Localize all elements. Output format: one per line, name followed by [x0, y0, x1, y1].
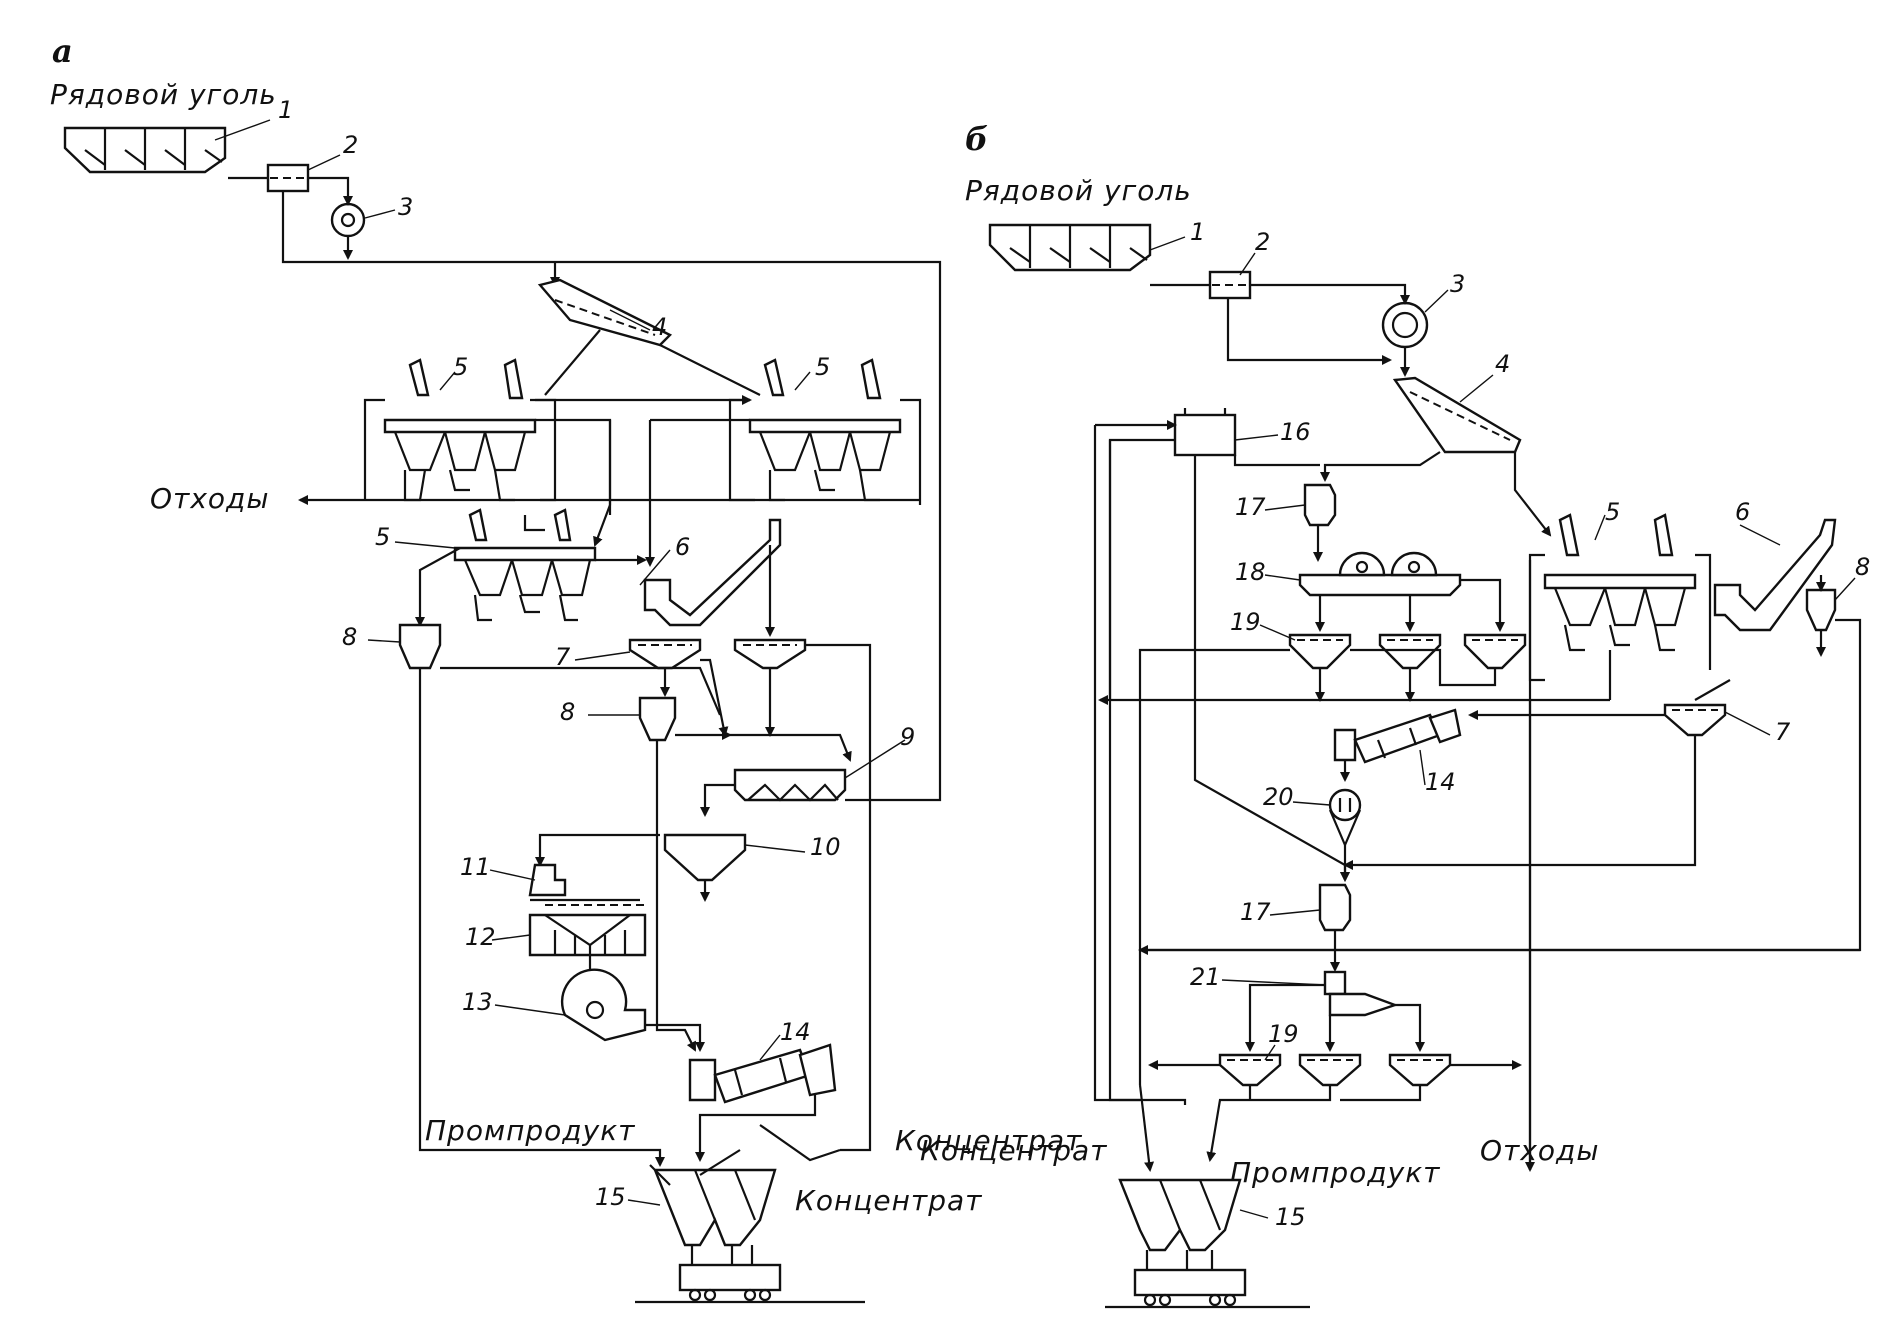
label-b-18: 18: [1235, 558, 1266, 586]
label-a-6: 6: [675, 533, 690, 561]
label-a-11: 11: [460, 853, 491, 881]
label-a-5a: 5: [453, 353, 468, 381]
loading-bunkers-b: [1105, 1178, 1310, 1309]
jig-machine-a-lower: [453, 508, 597, 622]
filter-b-2: [1378, 633, 1442, 670]
label-b-19a: 19: [1230, 608, 1261, 636]
filter-b-1: [1288, 633, 1352, 670]
sump-b: [1173, 408, 1237, 457]
distributor-21-b: [1323, 970, 1399, 1017]
jig-machine-a-left: [363, 358, 557, 502]
label-b-5: 5: [1605, 498, 1620, 526]
label-a-3: 3: [398, 193, 413, 221]
label-a-14: 14: [780, 1018, 811, 1046]
inclined-screen-a: [537, 278, 673, 347]
sieve-bend-b: [1663, 703, 1727, 737]
filter-b-6: [1388, 1053, 1452, 1087]
panel-b-concentrate-label: Концентрат: [920, 1134, 1107, 1167]
label-b-21: 21: [1190, 963, 1221, 991]
label-a-5b: 5: [815, 353, 830, 381]
label-b-17a: 17: [1235, 493, 1266, 521]
panel-a-letter: а: [52, 32, 73, 70]
label-b-15: 15: [1275, 1203, 1306, 1231]
label-a-9: 9: [900, 723, 915, 751]
panel-a-middlings-label: Промпродукт: [425, 1114, 635, 1147]
filter-b-3: [1463, 633, 1527, 670]
panel-b-middlings-label: Промпродукт: [1230, 1156, 1440, 1189]
rotary-dryer-b: [1333, 708, 1462, 764]
dewatering-elevator-a: [643, 518, 782, 627]
drying-drum-a: [560, 945, 647, 1042]
panel-a-concentrate-label-1: Концентрат: [895, 1124, 1082, 1157]
dust-catcher-b: [1328, 788, 1362, 848]
label-a-2: 2: [343, 131, 358, 159]
label-b-16: 16: [1280, 418, 1311, 446]
vacuum-filter-a: [528, 863, 647, 957]
label-b-20: 20: [1263, 783, 1294, 811]
sieve-bend-a-2: [733, 638, 807, 670]
panel-b: б Рядовой уголь: [920, 120, 1870, 1309]
crusher-b: [1381, 301, 1429, 349]
label-b-4: 4: [1495, 350, 1510, 378]
flotation-machine-a: [733, 768, 847, 802]
label-b-3: 3: [1450, 270, 1465, 298]
label-a-1: 1: [278, 96, 293, 124]
filter-b-5: [1298, 1053, 1362, 1087]
label-b-17b: 17: [1240, 898, 1271, 926]
flotation-machine-b: [1298, 551, 1462, 597]
dewatering-elevator-b: [1713, 518, 1837, 632]
label-b-14: 14: [1425, 768, 1456, 796]
label-a-8b: 8: [560, 698, 575, 726]
label-a-13: 13: [462, 988, 493, 1016]
hydrocyclone-a-left: [398, 623, 442, 682]
panel-a-waste-label: Отходы: [150, 482, 270, 515]
label-a-12: 12: [465, 923, 496, 951]
panel-b-waste-label: Отходы: [1480, 1134, 1600, 1167]
crusher-a: [330, 202, 366, 238]
label-a-10: 10: [810, 833, 841, 861]
inclined-screen-b: [1392, 376, 1522, 454]
label-b-19b: 19: [1268, 1020, 1299, 1048]
label-b-8: 8: [1855, 553, 1870, 581]
loading-bunkers-a: [635, 1168, 865, 1304]
label-a-4: 4: [652, 313, 667, 341]
label-a-7: 7: [555, 643, 571, 671]
panel-a: а Рядовой уголь: [50, 32, 1082, 1304]
label-a-15: 15: [595, 1183, 626, 1211]
label-b-1: 1: [1190, 218, 1205, 246]
jig-machine-b: [1528, 513, 1712, 682]
sieve-bend-a-1: [628, 638, 702, 670]
thickener-a: [663, 833, 747, 902]
pulp-distributor-b-lower: [1318, 883, 1352, 932]
hydrocyclone-b: [1805, 575, 1837, 657]
jig-machine-a-right: [728, 358, 922, 505]
panel-a-feed-label: Рядовой уголь: [50, 78, 277, 111]
label-b-7: 7: [1775, 718, 1791, 746]
label-b-2: 2: [1255, 228, 1270, 256]
rotary-dryer-a: [688, 1043, 837, 1104]
raw-coal-bunkers-b: [988, 223, 1152, 272]
filter-b-4: [1218, 1053, 1282, 1087]
hydrocyclone-a-center: [638, 696, 677, 742]
panel-a-concentrate-label-2: Концентрат: [795, 1184, 982, 1217]
label-a-5c: 5: [375, 523, 390, 551]
panel-b-letter: б: [965, 120, 988, 158]
raw-coal-bunkers-a: [63, 126, 227, 174]
label-a-8a: 8: [342, 623, 357, 651]
label-b-6: 6: [1735, 498, 1750, 526]
pulp-distributor-b-upper: [1303, 483, 1337, 527]
panel-b-feed-label: Рядовой уголь: [965, 174, 1192, 207]
